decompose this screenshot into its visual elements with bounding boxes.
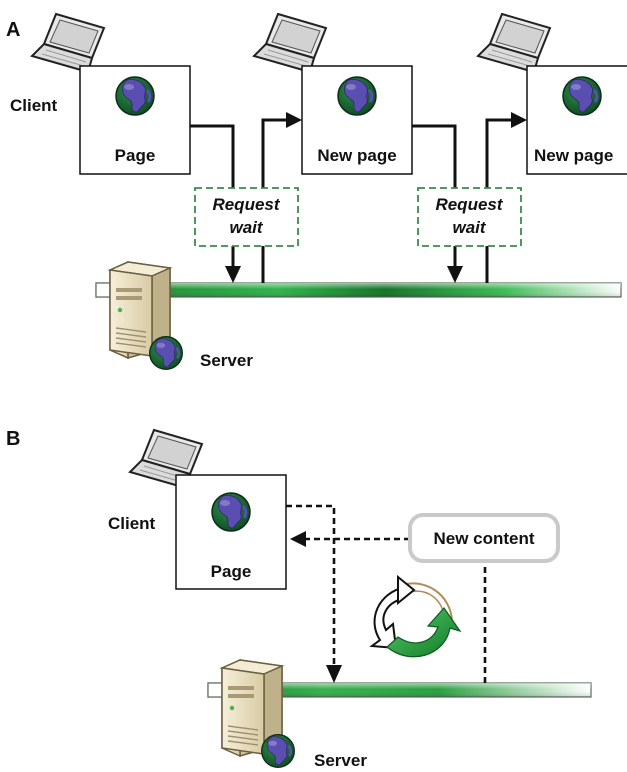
response-arrowhead [286, 112, 302, 128]
client-label: Client [108, 514, 156, 533]
update-arrowhead [290, 531, 306, 547]
timeline-bar-b [207, 682, 592, 698]
new-page-label: New page [534, 146, 613, 165]
refresh-cycle-icon [369, 574, 462, 658]
page-label: Page [115, 146, 156, 165]
request-arrowhead [447, 266, 463, 283]
timeline-bar-a [95, 282, 622, 298]
globe-icon [260, 733, 296, 769]
request-wait-line2: wait [229, 218, 263, 237]
request-arrowhead [326, 665, 342, 683]
response-arrowhead [511, 112, 527, 128]
server-label: Server [314, 751, 367, 770]
request-wait-line1: Request [435, 195, 503, 214]
dashed-update-line [306, 537, 487, 683]
new-page-label: New page [317, 146, 396, 165]
globe-icon [336, 75, 378, 117]
globe-icon [148, 335, 184, 371]
dashed-request-line [286, 504, 336, 668]
request-wait-box: Request wait [194, 187, 299, 247]
request-wait-box: Request wait [417, 187, 522, 247]
request-wait-line2: wait [452, 218, 486, 237]
new-content-box: New content [408, 513, 560, 563]
request-arrowhead [225, 266, 241, 283]
laptop-icon [477, 13, 551, 73]
new-content-label: New content [433, 529, 534, 548]
page-label: Page [211, 562, 252, 581]
globe-icon [210, 491, 252, 533]
new-page-box: New page [301, 65, 413, 175]
request-wait-line1: Request [212, 195, 280, 214]
page-box: Page [175, 474, 287, 590]
page-box: Page [79, 65, 191, 175]
new-page-box: New page [526, 65, 627, 175]
client-label: Client [10, 96, 58, 115]
laptop-icon [31, 13, 105, 73]
globe-icon [561, 75, 603, 117]
laptop-icon [253, 13, 327, 73]
panel-b-label: B [6, 428, 20, 450]
globe-icon [114, 75, 156, 117]
panel-a-label: A [6, 19, 20, 41]
server-label: Server [200, 351, 253, 370]
